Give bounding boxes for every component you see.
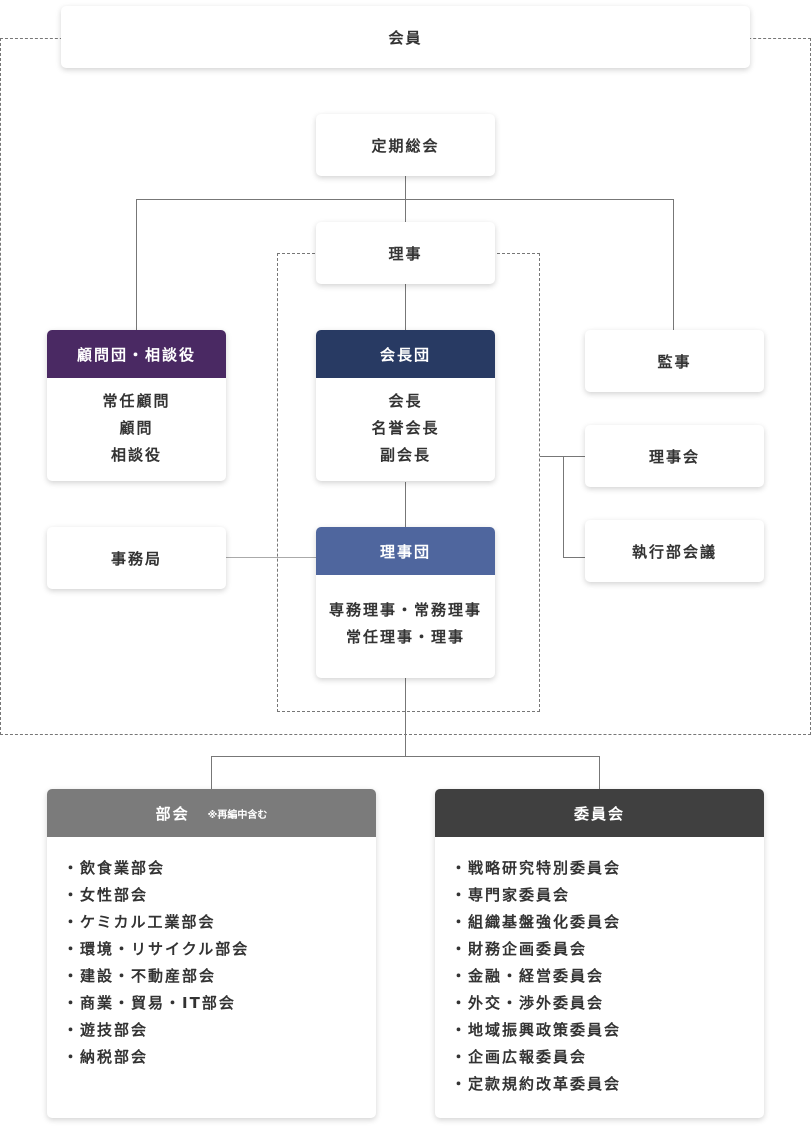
board-meeting-box: 理事会 — [585, 425, 764, 487]
secretariat-box: 事務局 — [47, 527, 226, 589]
advisors-box: 顧問団・相談役 常任顧問 顧問 相談役 — [47, 330, 226, 481]
division-item: ・飲食業部会 — [63, 859, 166, 877]
committees-box: 委員会 ・戦略研究特別委員会 ・専門家委員会 ・組織基盤強化委員会 ・財務企画委… — [435, 789, 764, 1118]
board-group-box: 理事団 専務理事・常務理事 常任理事・理事 — [316, 527, 495, 678]
committee-item: ・専門家委員会 — [451, 886, 571, 904]
connector — [405, 678, 406, 756]
president-item: 副会長 — [379, 446, 431, 464]
connector — [405, 284, 406, 330]
division-item: ・商業・貿易・IT部会 — [63, 994, 236, 1012]
connector — [599, 756, 600, 789]
connector — [563, 557, 585, 558]
divisions-header: 部会 ※再編中含む — [47, 789, 376, 837]
connector — [136, 199, 137, 330]
division-item: ・環境・リサイクル部会 — [63, 940, 250, 958]
connector — [405, 482, 406, 527]
connector — [673, 199, 674, 330]
president-group-box: 会長団 会長 名誉会長 副会長 — [316, 330, 495, 481]
connector — [563, 456, 564, 557]
committee-item: ・企画広報委員会 — [451, 1048, 588, 1066]
connector — [211, 756, 600, 757]
general-meeting-box: 定期総会 — [316, 114, 495, 176]
board-item: 専務理事・常務理事 — [328, 601, 482, 619]
division-item: ・納税部会 — [63, 1048, 149, 1066]
advisor-item: 相談役 — [110, 446, 162, 464]
president-group-header: 会長団 — [316, 330, 495, 378]
committees-header: 委員会 — [435, 789, 764, 837]
advisor-item: 顧問 — [119, 419, 154, 437]
division-item: ・ケミカル工業部会 — [63, 913, 216, 931]
advisor-item: 常任顧問 — [102, 392, 171, 410]
divisions-title: 部会 — [155, 804, 190, 823]
divisions-note: ※再編中含む — [207, 809, 268, 821]
committee-item: ・組織基盤強化委員会 — [451, 913, 622, 931]
directors-box: 理事 — [316, 222, 495, 284]
committee-item: ・戦略研究特別委員会 — [451, 859, 622, 877]
committee-item: ・外交・渉外委員会 — [451, 994, 605, 1012]
division-item: ・女性部会 — [63, 886, 149, 904]
board-group-header: 理事団 — [316, 527, 495, 575]
president-item: 名誉会長 — [371, 419, 440, 437]
committee-item: ・定款規約改革委員会 — [451, 1075, 622, 1093]
division-item: ・遊技部会 — [63, 1021, 149, 1039]
divisions-box: 部会 ※再編中含む ・飲食業部会 ・女性部会 ・ケミカル工業部会 ・環境・リサイ… — [47, 789, 376, 1118]
connector — [136, 199, 674, 200]
members-box: 会員 — [61, 6, 750, 68]
division-item: ・建設・不動産部会 — [63, 967, 217, 985]
board-item: 常任理事・理事 — [345, 628, 465, 646]
committee-item: ・地域振興政策委員会 — [451, 1021, 622, 1039]
connector — [226, 557, 316, 558]
executive-meeting-box: 執行部会議 — [585, 520, 764, 582]
connector — [540, 456, 585, 457]
auditor-box: 監事 — [585, 330, 764, 392]
president-item: 会長 — [388, 392, 423, 410]
committee-item: ・金融・経営委員会 — [451, 967, 605, 985]
connector — [211, 756, 212, 789]
committee-item: ・財務企画委員会 — [451, 940, 588, 958]
advisors-header: 顧問団・相談役 — [47, 330, 226, 378]
